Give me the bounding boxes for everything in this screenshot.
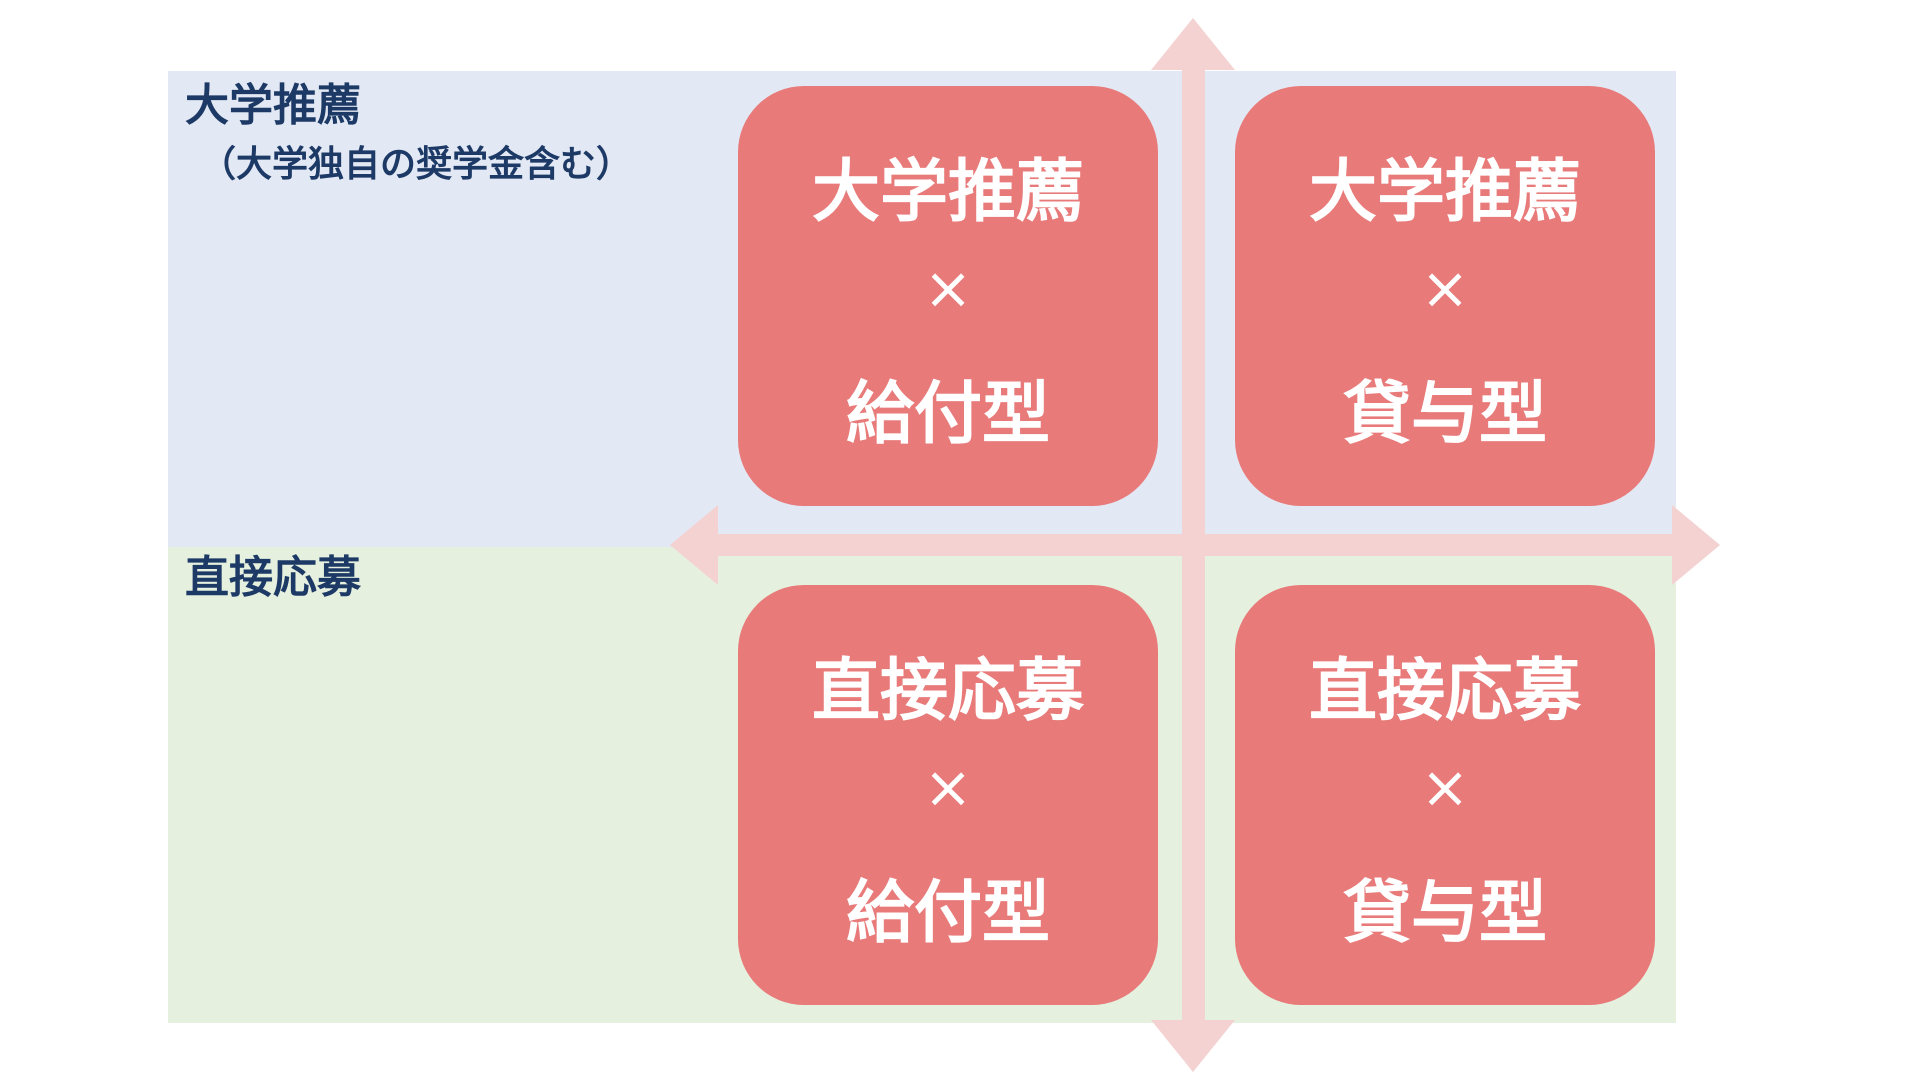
arrow-right-icon (1672, 505, 1720, 585)
arrow-left-icon (670, 505, 718, 585)
multiply-sign: × (1420, 254, 1470, 322)
card-title: 大学推薦 (811, 153, 1084, 232)
card-recommendation-grant: 大学推薦 × 給付型 (738, 86, 1158, 506)
horizontal-axis (710, 534, 1676, 556)
row-sublabel-recommendation: （大学独自の奨学金含む） (200, 144, 633, 185)
multiply-sign: × (923, 254, 973, 322)
card-type: 貸与型 (1342, 375, 1547, 454)
arrow-down-icon (1151, 1020, 1235, 1072)
card-type: 貸与型 (1342, 874, 1547, 953)
multiply-sign: × (1420, 753, 1470, 821)
row-label-direct-application: 直接応募 (185, 552, 361, 603)
card-title: 大学推薦 (1308, 153, 1581, 232)
card-title: 直接応募 (1308, 652, 1581, 731)
card-type: 給付型 (845, 375, 1050, 454)
card-direct-grant: 直接応募 × 給付型 (738, 585, 1158, 1005)
card-recommendation-loan: 大学推薦 × 貸与型 (1235, 86, 1655, 506)
card-direct-loan: 直接応募 × 貸与型 (1235, 585, 1655, 1005)
card-title: 直接応募 (811, 652, 1084, 731)
row-label-recommendation: 大学推薦 (185, 80, 361, 131)
arrow-up-icon (1151, 18, 1235, 70)
card-type: 給付型 (845, 874, 1050, 953)
multiply-sign: × (923, 753, 973, 821)
